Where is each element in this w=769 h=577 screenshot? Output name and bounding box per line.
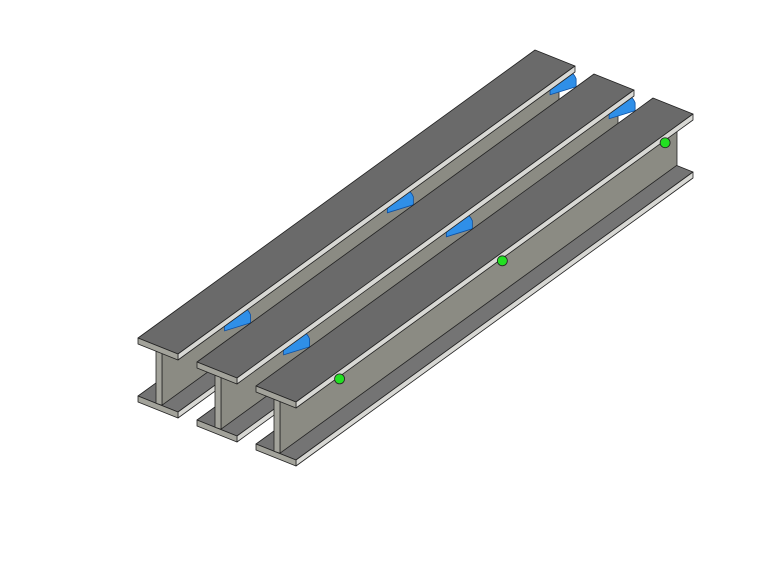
bolt-1: [334, 373, 345, 385]
beam-3-bottom-flange-end: [255, 443, 297, 467]
beam-1-web-end: [155, 350, 163, 406]
beam-2-web-end: [214, 374, 222, 430]
beam-2-top-flange-end: [196, 361, 238, 385]
beam-1-top-flange-end: [137, 337, 179, 361]
beam-3-web-end: [273, 398, 281, 454]
bolt-3: [659, 137, 671, 149]
beam-2-bottom-flange-end: [196, 419, 238, 443]
beam-1-bottom-flange-end: [137, 395, 179, 419]
i-beam-assembly: [137, 49, 694, 467]
beam-3-top-flange-end: [255, 385, 297, 409]
bolt-2: [496, 255, 508, 267]
